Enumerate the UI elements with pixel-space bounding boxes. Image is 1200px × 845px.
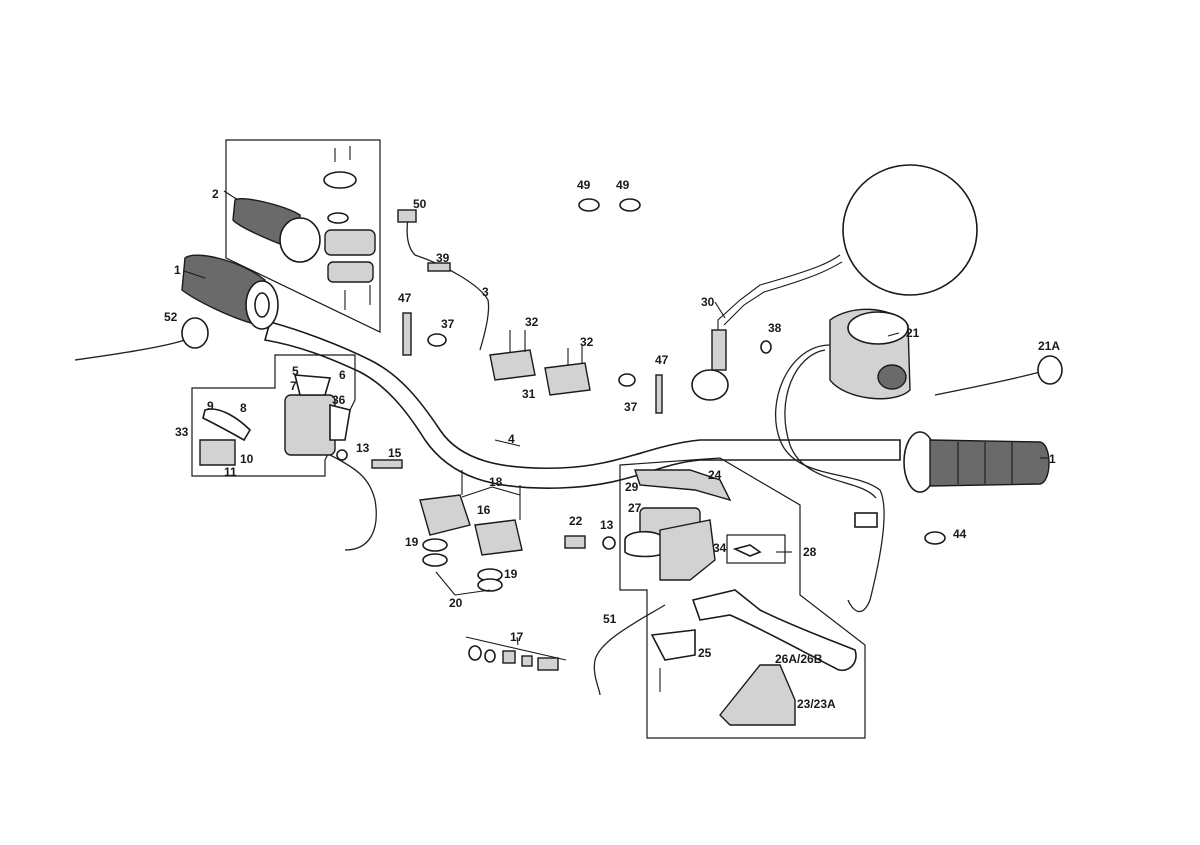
cable-end	[371, 459, 403, 469]
callout-3: 3	[482, 285, 489, 299]
throttle-assembly-box	[225, 139, 381, 333]
callout-27: 27	[628, 501, 642, 515]
washer-13	[602, 536, 616, 550]
bolt-47b	[655, 374, 663, 414]
cable-adjuster	[427, 262, 451, 272]
callout-51: 51	[603, 612, 617, 626]
throttle-cable	[406, 217, 490, 351]
clip-49b	[619, 198, 641, 212]
wire-52	[74, 339, 186, 361]
callout-19-left: 19	[405, 535, 419, 549]
callout-38: 38	[768, 321, 782, 335]
callout-47-right: 47	[655, 353, 669, 367]
connector	[854, 512, 878, 528]
mirror	[691, 164, 978, 401]
callout-49-left: 49	[577, 178, 591, 192]
handlebar	[263, 321, 901, 489]
lever-bracket	[650, 629, 796, 726]
callout-49-right: 49	[616, 178, 630, 192]
callout-44: 44	[953, 527, 967, 541]
clutch-cable	[329, 454, 377, 551]
callout-34: 34	[713, 541, 727, 555]
risers	[419, 470, 523, 592]
clip-49a	[578, 198, 600, 212]
callout-labels: 1 1 2 3 4 5 6 7 8 9 10 11 13 13 15 16 17…	[164, 178, 1060, 711]
clip-44	[924, 531, 946, 545]
callout-21a: 21A	[1038, 339, 1060, 353]
callout-24: 24	[708, 468, 722, 482]
callout-21: 21	[906, 326, 920, 340]
callout-16: 16	[477, 503, 491, 517]
left-grip	[181, 254, 279, 330]
callout-9: 9	[207, 399, 214, 413]
callout-20: 20	[449, 596, 463, 610]
right-grip	[903, 431, 1050, 493]
callout-31: 31	[522, 387, 536, 401]
callout-28: 28	[803, 545, 817, 559]
wire-21a	[934, 371, 1041, 396]
switch-50	[397, 209, 417, 223]
clip-37	[427, 333, 447, 347]
callout-32-left: 32	[525, 315, 539, 329]
callout-33: 33	[175, 425, 189, 439]
callout-5: 5	[292, 364, 299, 378]
callout-37-left: 37	[441, 317, 455, 331]
callout-29: 29	[625, 480, 639, 494]
callout-15: 15	[388, 446, 402, 460]
callout-13-right: 13	[600, 518, 614, 532]
callout-1-right: 1	[1049, 452, 1056, 466]
bolt-47	[402, 312, 412, 356]
part-group-17	[465, 636, 567, 671]
callout-26: 26A/26B	[775, 652, 823, 666]
cable-51	[593, 604, 666, 696]
callout-32-right: 32	[580, 335, 594, 349]
banjo-bolt	[564, 535, 586, 549]
callout-7: 7	[290, 379, 297, 393]
callout-22: 22	[569, 514, 583, 528]
callout-11: 11	[224, 465, 237, 479]
connector-52	[181, 317, 209, 349]
handlebar-clamps	[489, 330, 591, 396]
wiring-harness	[775, 344, 885, 613]
callout-13-left: 13	[356, 441, 370, 455]
brake-master-box	[619, 457, 866, 739]
callout-4: 4	[508, 432, 515, 446]
callout-37-right: 37	[624, 400, 638, 414]
callout-39: 39	[436, 251, 450, 265]
callout-30: 30	[701, 295, 715, 309]
leader-lines	[183, 190, 1048, 646]
callout-19-right: 19	[504, 567, 518, 581]
callout-36: 36	[332, 393, 346, 407]
left-switch-box	[191, 354, 356, 477]
clip-37b	[618, 373, 636, 387]
callout-18: 18	[489, 475, 503, 489]
clip-38	[760, 340, 772, 354]
callout-52: 52	[164, 310, 178, 324]
callout-10: 10	[240, 452, 254, 466]
callout-47-left: 47	[398, 291, 412, 305]
callout-23: 23/23A	[797, 697, 836, 711]
callout-50: 50	[413, 197, 427, 211]
washer-13b	[336, 449, 348, 461]
brake-lever	[691, 589, 857, 672]
right-switch-housing	[829, 308, 911, 400]
callout-17: 17	[510, 630, 524, 644]
callout-6: 6	[339, 368, 346, 382]
callout-8: 8	[240, 401, 247, 415]
callout-25: 25	[698, 646, 712, 660]
callout-2: 2	[212, 187, 219, 201]
callout-1-left: 1	[174, 263, 181, 277]
connector-21a	[1037, 355, 1063, 385]
wiring-harness-2	[784, 349, 877, 499]
